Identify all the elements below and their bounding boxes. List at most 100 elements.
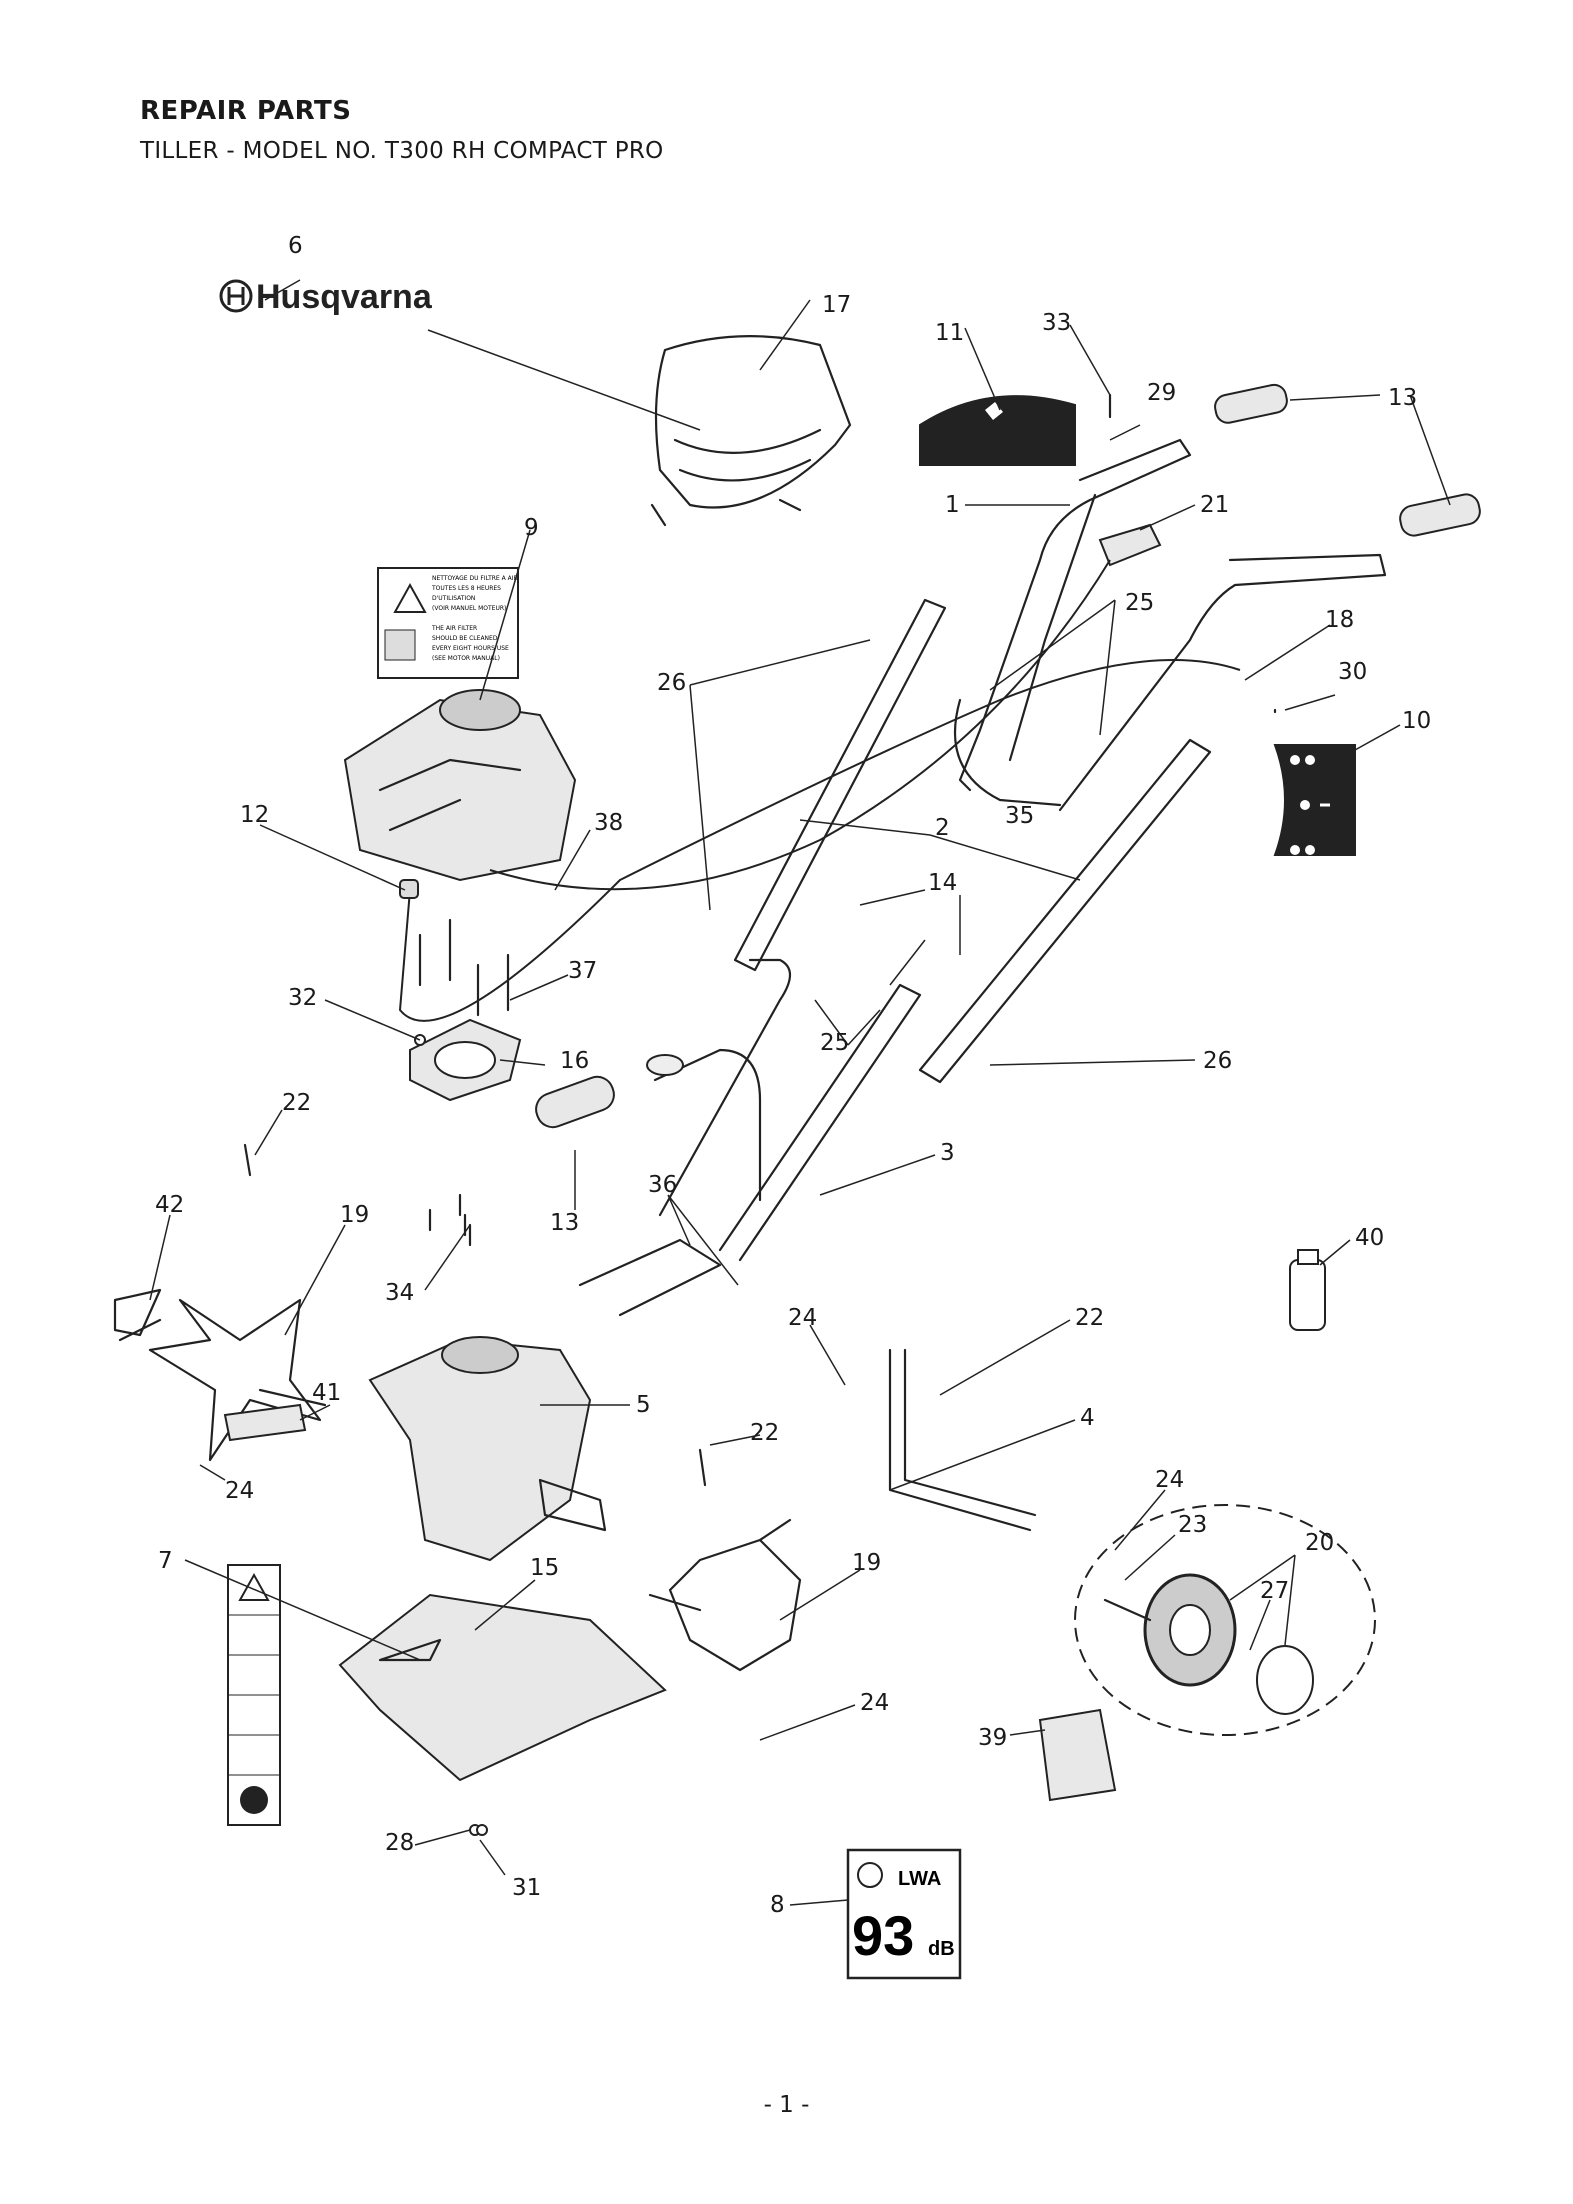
callout-23: 23: [1178, 1512, 1207, 1538]
page-title: REPAIR PARTS: [140, 96, 352, 126]
callout-13-tube: 13: [550, 1210, 579, 1236]
callout-29: 29: [1147, 380, 1176, 406]
logo-text: Husqvarna: [256, 278, 433, 316]
part-9-air-filter-decal: NETTOYAGE DU FILTRE A AIR TOUTES LES 8 H…: [377, 567, 519, 679]
callout-36: 36: [648, 1172, 677, 1198]
part-13-tube: [535, 1075, 615, 1129]
part-13-handle-grip-lower: [1399, 493, 1481, 537]
callout-41: 41: [312, 1380, 341, 1406]
callout-27: 27: [1260, 1578, 1289, 1604]
decal-8-unit: dB: [928, 1938, 955, 1960]
part-12-cable-end: [399, 879, 419, 899]
callout-30: 30: [1338, 659, 1367, 685]
callout-28: 28: [385, 1830, 414, 1856]
callout-24-left: 24: [225, 1478, 254, 1504]
part-3-frame: [578, 958, 922, 1317]
decal-9-line-7: EVERY EIGHT HOURS USE: [432, 645, 509, 652]
part-1-upper-handle: [953, 438, 1387, 812]
part-2-handle-bars: [733, 598, 1212, 1084]
part-11-cover-plate: [919, 395, 1076, 466]
husqvarna-logo: Husqvarna: [219, 278, 433, 316]
part-19-tines-right: [648, 1518, 802, 1672]
engine-assembly: [343, 689, 577, 882]
callout-40: 40: [1355, 1225, 1384, 1251]
callout-24-wheel: 24: [1155, 1467, 1184, 1493]
part-17-shield: [650, 335, 852, 527]
callout-25-lower: 25: [820, 1030, 849, 1056]
part-42-tine-blade: [113, 1288, 162, 1337]
part-37-bolts: [418, 918, 510, 1017]
callout-4: 4: [1080, 1405, 1095, 1431]
part-13-handle-grip-upper: [1214, 383, 1288, 424]
wheel-assembly-group: [1074, 1504, 1376, 1736]
part-41-tine-blade: [223, 1403, 307, 1442]
callout-17: 17: [822, 292, 851, 318]
decal-9-line-5: THE AIR FILTER: [431, 625, 477, 632]
callout-1: 1: [945, 492, 960, 518]
part-10-bracket-plate: [1273, 744, 1356, 856]
part-40-oil-bottle: [1289, 1249, 1326, 1331]
callout-31: 31: [512, 1875, 541, 1901]
leader-lines: [149, 279, 1451, 1906]
decal-9-line-8: (SEE MOTOR MANUAL): [432, 655, 500, 662]
decal-9-line-3: D'UTILISATION: [432, 595, 475, 602]
small-fasteners: [243, 393, 1277, 1836]
callout-26-upper: 26: [657, 670, 686, 696]
decal-9-line-1: NETTOYAGE DU FILTRE A AIR: [432, 575, 518, 582]
part-4-axle-bracket: [888, 1348, 1037, 1532]
decal-8-symbol: LWA: [898, 1868, 941, 1890]
callout-20: 20: [1305, 1530, 1334, 1556]
callout-39: 39: [978, 1725, 1007, 1751]
callout-numbers: 6 17 11 33 29 13 13 1 21 9 25 18 30 10 2…: [155, 233, 1431, 1918]
callout-11: 11: [935, 320, 964, 346]
part-19-tines-left: [118, 1298, 327, 1462]
part-15-tine-shield: [338, 1593, 667, 1782]
callout-21: 21: [1200, 492, 1229, 518]
callout-3: 3: [940, 1140, 955, 1166]
callout-10: 10: [1402, 708, 1431, 734]
callout-38: 38: [594, 810, 623, 836]
throttle-cable: [489, 559, 1111, 891]
callout-2: 2: [935, 815, 950, 841]
callout-12: 12: [240, 802, 269, 828]
callout-13-upper: 13: [1388, 385, 1417, 411]
part-21-throttle-lever: [1098, 523, 1162, 567]
part-39-hardware-bag: [1038, 1708, 1117, 1802]
cable-2: [398, 659, 1241, 1022]
callout-9: 9: [524, 515, 539, 541]
decal-9-line-4: (VOIR MANUEL MOTEUR): [432, 605, 506, 612]
callout-18: 18: [1325, 607, 1354, 633]
callout-15: 15: [530, 1555, 559, 1581]
callout-7: 7: [158, 1548, 173, 1574]
part-7-safety-decal: [227, 1564, 281, 1826]
decal-9-line-6: SHOULD BE CLEANED: [432, 635, 498, 642]
decal-9-line-2: TOUTES LES 8 HEURES: [431, 585, 501, 592]
page-subtitle: TILLER - MODEL NO. T300 RH COMPACT PRO: [140, 138, 664, 164]
callout-19-left: 19: [340, 1202, 369, 1228]
callout-8: 8: [770, 1892, 785, 1918]
callout-26-lower: 26: [1203, 1048, 1232, 1074]
callout-22-center: 22: [750, 1420, 779, 1446]
part-5-gearbox: [368, 1336, 607, 1562]
callout-5: 5: [636, 1392, 651, 1418]
part-8-noise-decal: LWA 93 dB: [846, 1848, 962, 1980]
callout-24-right: 24: [860, 1690, 889, 1716]
callout-37: 37: [568, 958, 597, 984]
callout-6: 6: [288, 233, 303, 259]
decal-8-value: 93: [852, 1904, 914, 1967]
part-16-flange: [409, 1018, 522, 1102]
callout-22-left: 22: [282, 1090, 311, 1116]
callout-14: 14: [928, 870, 957, 896]
callout-19-right: 19: [852, 1550, 881, 1576]
page-number: - 1 -: [763, 2092, 810, 2118]
callout-42: 42: [155, 1192, 184, 1218]
callout-22-right: 22: [1075, 1305, 1104, 1331]
callout-34: 34: [385, 1280, 414, 1306]
callout-16: 16: [560, 1048, 589, 1074]
callout-24-mid: 24: [788, 1305, 817, 1331]
callout-33: 33: [1042, 310, 1071, 336]
callout-32: 32: [288, 985, 317, 1011]
callout-35-right: 35: [1005, 803, 1034, 829]
callout-25-upper: 25: [1125, 590, 1154, 616]
